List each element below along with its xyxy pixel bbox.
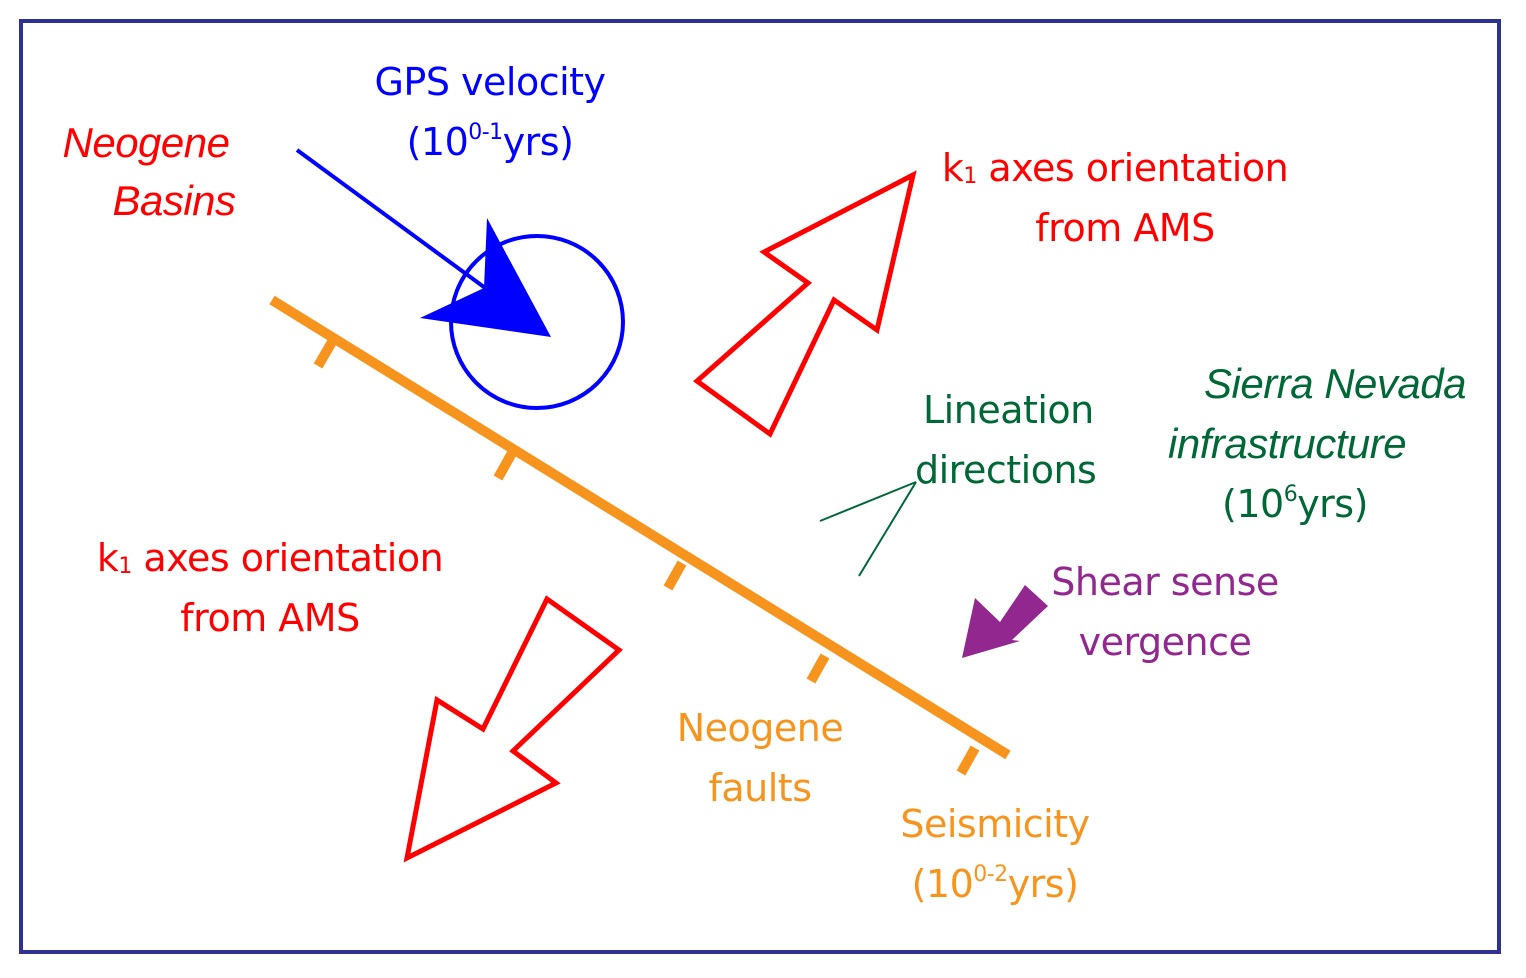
label-seismicity-line2: (100-2yrs)	[911, 862, 1079, 906]
fault-tick	[493, 450, 517, 481]
label-k1-ams-upper: k1 axes orientation from AMS	[905, 138, 1325, 258]
label-lineation-directions: Lineation directions	[915, 380, 1135, 500]
gps-velocity-symbol	[295, 148, 625, 410]
lineation-line	[858, 481, 917, 577]
label-shear-sense: Shear sense vergence	[1030, 552, 1300, 672]
label-neogene-faults: Neogene faults	[650, 698, 870, 818]
fault-tick	[806, 653, 830, 684]
label-faults-line1: Neogene	[676, 706, 844, 750]
label-shear-line1: Shear sense	[1051, 560, 1279, 604]
label-neogene-basins: Neogene Basins	[40, 114, 280, 230]
label-neogene-basins-line1: Neogene	[62, 119, 230, 166]
ams-arrow-upper-icon	[693, 170, 917, 438]
label-sierra-line2: infrastructure	[1168, 420, 1407, 467]
label-lineation-line2: directions	[915, 448, 1097, 492]
fault-tick	[956, 745, 980, 776]
diagram-frame	[19, 19, 1501, 954]
label-k1-ams-upper-line2: from AMS	[1035, 206, 1215, 250]
label-seismicity: Seismicity (100-2yrs)	[880, 794, 1110, 914]
lineation-line	[819, 481, 917, 522]
label-lineation-line1: Lineation	[923, 388, 1094, 432]
ams-arrow-lower-icon	[403, 595, 623, 863]
label-k1-ams-lower-line2: from AMS	[180, 596, 360, 640]
fault-line	[269, 295, 1011, 760]
neogene-fault-symbol	[269, 295, 1011, 776]
label-gps-velocity-line2: (100-1yrs)	[406, 120, 574, 164]
label-k1-ams-lower: k1 axes orientation from AMS	[60, 528, 480, 648]
label-gps-velocity-line1: GPS velocity	[374, 60, 606, 104]
label-sierra-nevada: Sierra Nevada infrastructure (106yrs)	[1160, 354, 1500, 534]
gps-vector-shaft	[295, 148, 490, 292]
label-k1-ams-upper-line1: k1 axes orientation	[941, 146, 1289, 190]
fault-tick	[663, 560, 687, 591]
shear-sense-arrow-icon	[962, 585, 1048, 658]
label-sierra-line1: Sierra Nevada	[1204, 360, 1466, 407]
label-sierra-line3: (106yrs)	[1222, 482, 1368, 526]
gps-arrowhead-icon	[420, 218, 551, 337]
label-k1-ams-lower-line1: k1 axes orientation	[96, 536, 444, 580]
label-seismicity-line1: Seismicity	[900, 802, 1090, 846]
label-faults-line2: faults	[708, 766, 812, 810]
label-neogene-basins-line2: Basins	[112, 177, 236, 224]
lineation-lines	[819, 481, 917, 577]
label-shear-line2: vergence	[1078, 620, 1252, 664]
fault-tick	[313, 339, 337, 369]
label-gps-velocity: GPS velocity (100-1yrs)	[345, 52, 635, 172]
